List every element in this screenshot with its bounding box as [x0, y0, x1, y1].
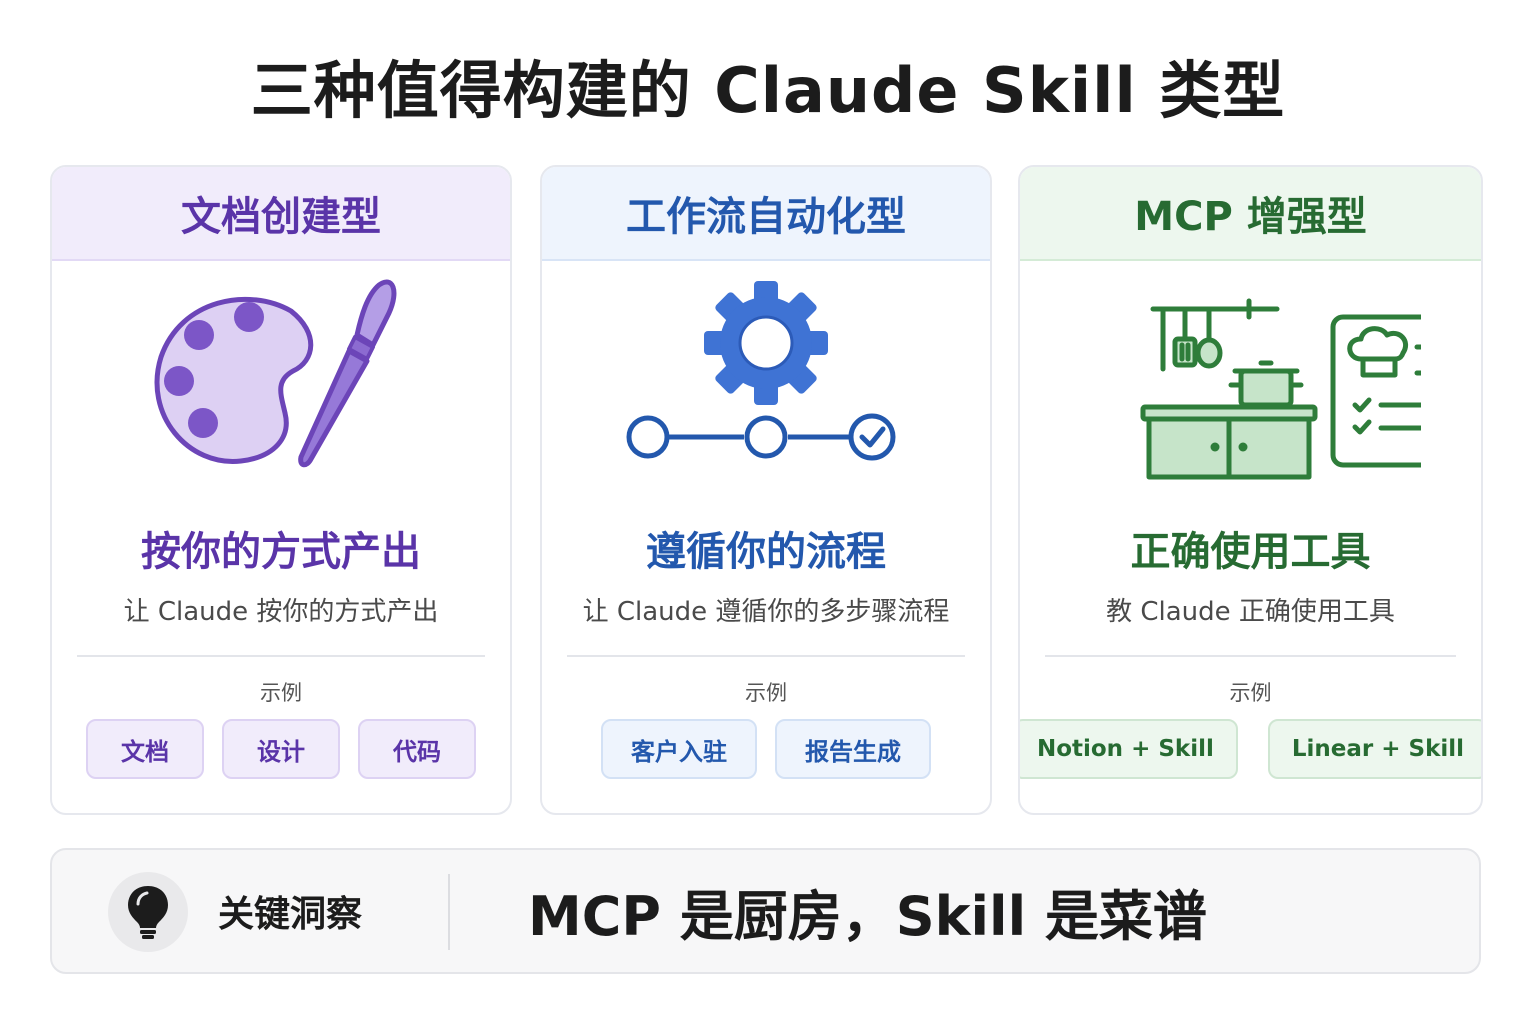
example-tags: Notion + Skill Linear + Skill	[1020, 719, 1481, 779]
gear-icon	[704, 281, 828, 405]
card-workflow-automation: 工作流自动化型	[540, 165, 992, 815]
card-header: MCP 增强型	[1020, 167, 1481, 261]
key-insight-bar: 关键洞察 MCP 是厨房，Skill 是菜谱	[50, 848, 1481, 974]
card-divider	[1045, 655, 1456, 657]
example-tag: 客户入驻	[601, 719, 757, 779]
kitchen-recipe-icon	[1020, 277, 1481, 487]
example-tag: 文档	[86, 719, 204, 779]
example-tag: 代码	[358, 719, 476, 779]
page-title: 三种值得构建的 Claude Skill 类型	[250, 54, 1286, 127]
card-subtitle: 正确使用工具	[1130, 529, 1371, 575]
card-mcp-enhancement: MCP 增强型	[1018, 165, 1483, 815]
lightbulb-icon	[108, 872, 188, 952]
card-description: 让 Claude 按你的方式产出	[123, 597, 439, 627]
card-divider	[567, 655, 965, 657]
card-description: 让 Claude 遵循你的多步骤流程	[582, 597, 950, 627]
example-tag: Linear + Skill	[1267, 719, 1481, 779]
card-description: 教 Claude 正确使用工具	[1106, 597, 1395, 627]
palette-brush-icon	[52, 277, 510, 487]
card-subtitle: 遵循你的流程	[646, 529, 886, 575]
example-tag: 报告生成	[775, 719, 931, 779]
examples-label: 示例	[260, 681, 302, 705]
example-tags: 客户入驻 报告生成	[542, 719, 990, 779]
card-header: 文档创建型	[52, 167, 510, 261]
insight-text: MCP 是厨房，Skill 是菜谱	[528, 884, 1207, 948]
insight-label: 关键洞察	[218, 894, 363, 935]
example-tag: 设计	[222, 719, 340, 779]
examples-label: 示例	[1229, 681, 1272, 705]
card-header: 工作流自动化型	[542, 167, 990, 261]
card-subtitle: 按你的方式产出	[141, 529, 421, 575]
examples-label: 示例	[745, 681, 787, 705]
example-tag: Notion + Skill	[1020, 719, 1238, 779]
gear-workflow-icon	[542, 277, 990, 487]
card-document-creation: 文档创建型 按你的方式产出 让 Claude 按你的方式产出 示例 文档 设计 …	[50, 165, 512, 815]
card-divider	[77, 655, 485, 657]
example-tags: 文档 设计 代码	[52, 719, 510, 779]
insight-separator	[448, 874, 450, 950]
